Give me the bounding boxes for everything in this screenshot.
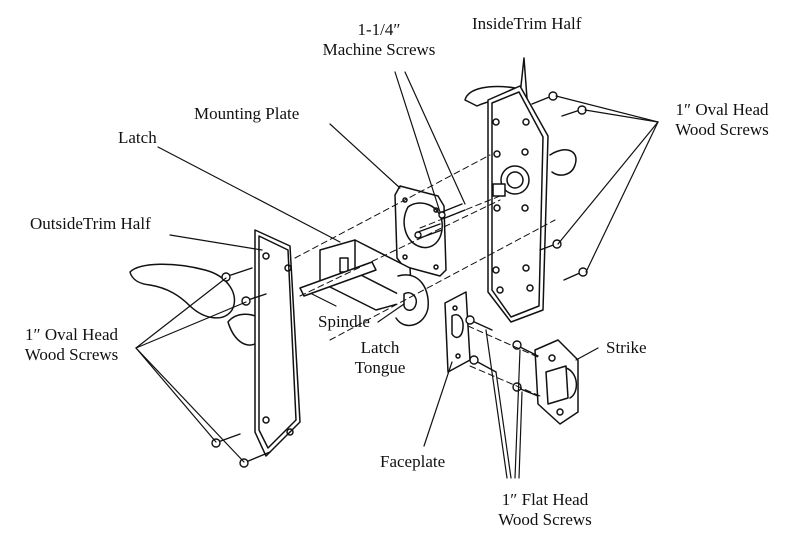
faceplate [444, 291, 471, 373]
alignment-lines [294, 154, 556, 397]
label-faceplate: Faceplate [380, 452, 446, 471]
label-flat-head-screws: 1″ Flat Head Wood Screws [498, 490, 592, 529]
label-oval-head-right: 1″ Oval Head Wood Screws [675, 100, 769, 139]
label-latch-tongue: Latch Tongue [354, 338, 406, 377]
label-machine-screws: 1-1/4″ Machine Screws [322, 20, 436, 59]
latch-body [319, 239, 429, 327]
label-spindle: Spindle [318, 312, 370, 331]
label-inside-trim-half: InsideTrim Half [472, 14, 582, 33]
label-outside-trim-half: OutsideTrim Half [30, 214, 151, 233]
label-latch: Latch [118, 128, 157, 147]
strike-plate [534, 339, 579, 425]
label-oval-head-left: 1″ Oval Head Wood Screws [24, 325, 119, 364]
spindle [299, 261, 377, 297]
label-mounting-plate: Mounting Plate [194, 104, 300, 123]
outside-trim-half [129, 229, 301, 457]
label-strike: Strike [606, 338, 647, 357]
inside-trim-half [464, 57, 577, 323]
leader-lines [135, 71, 659, 479]
